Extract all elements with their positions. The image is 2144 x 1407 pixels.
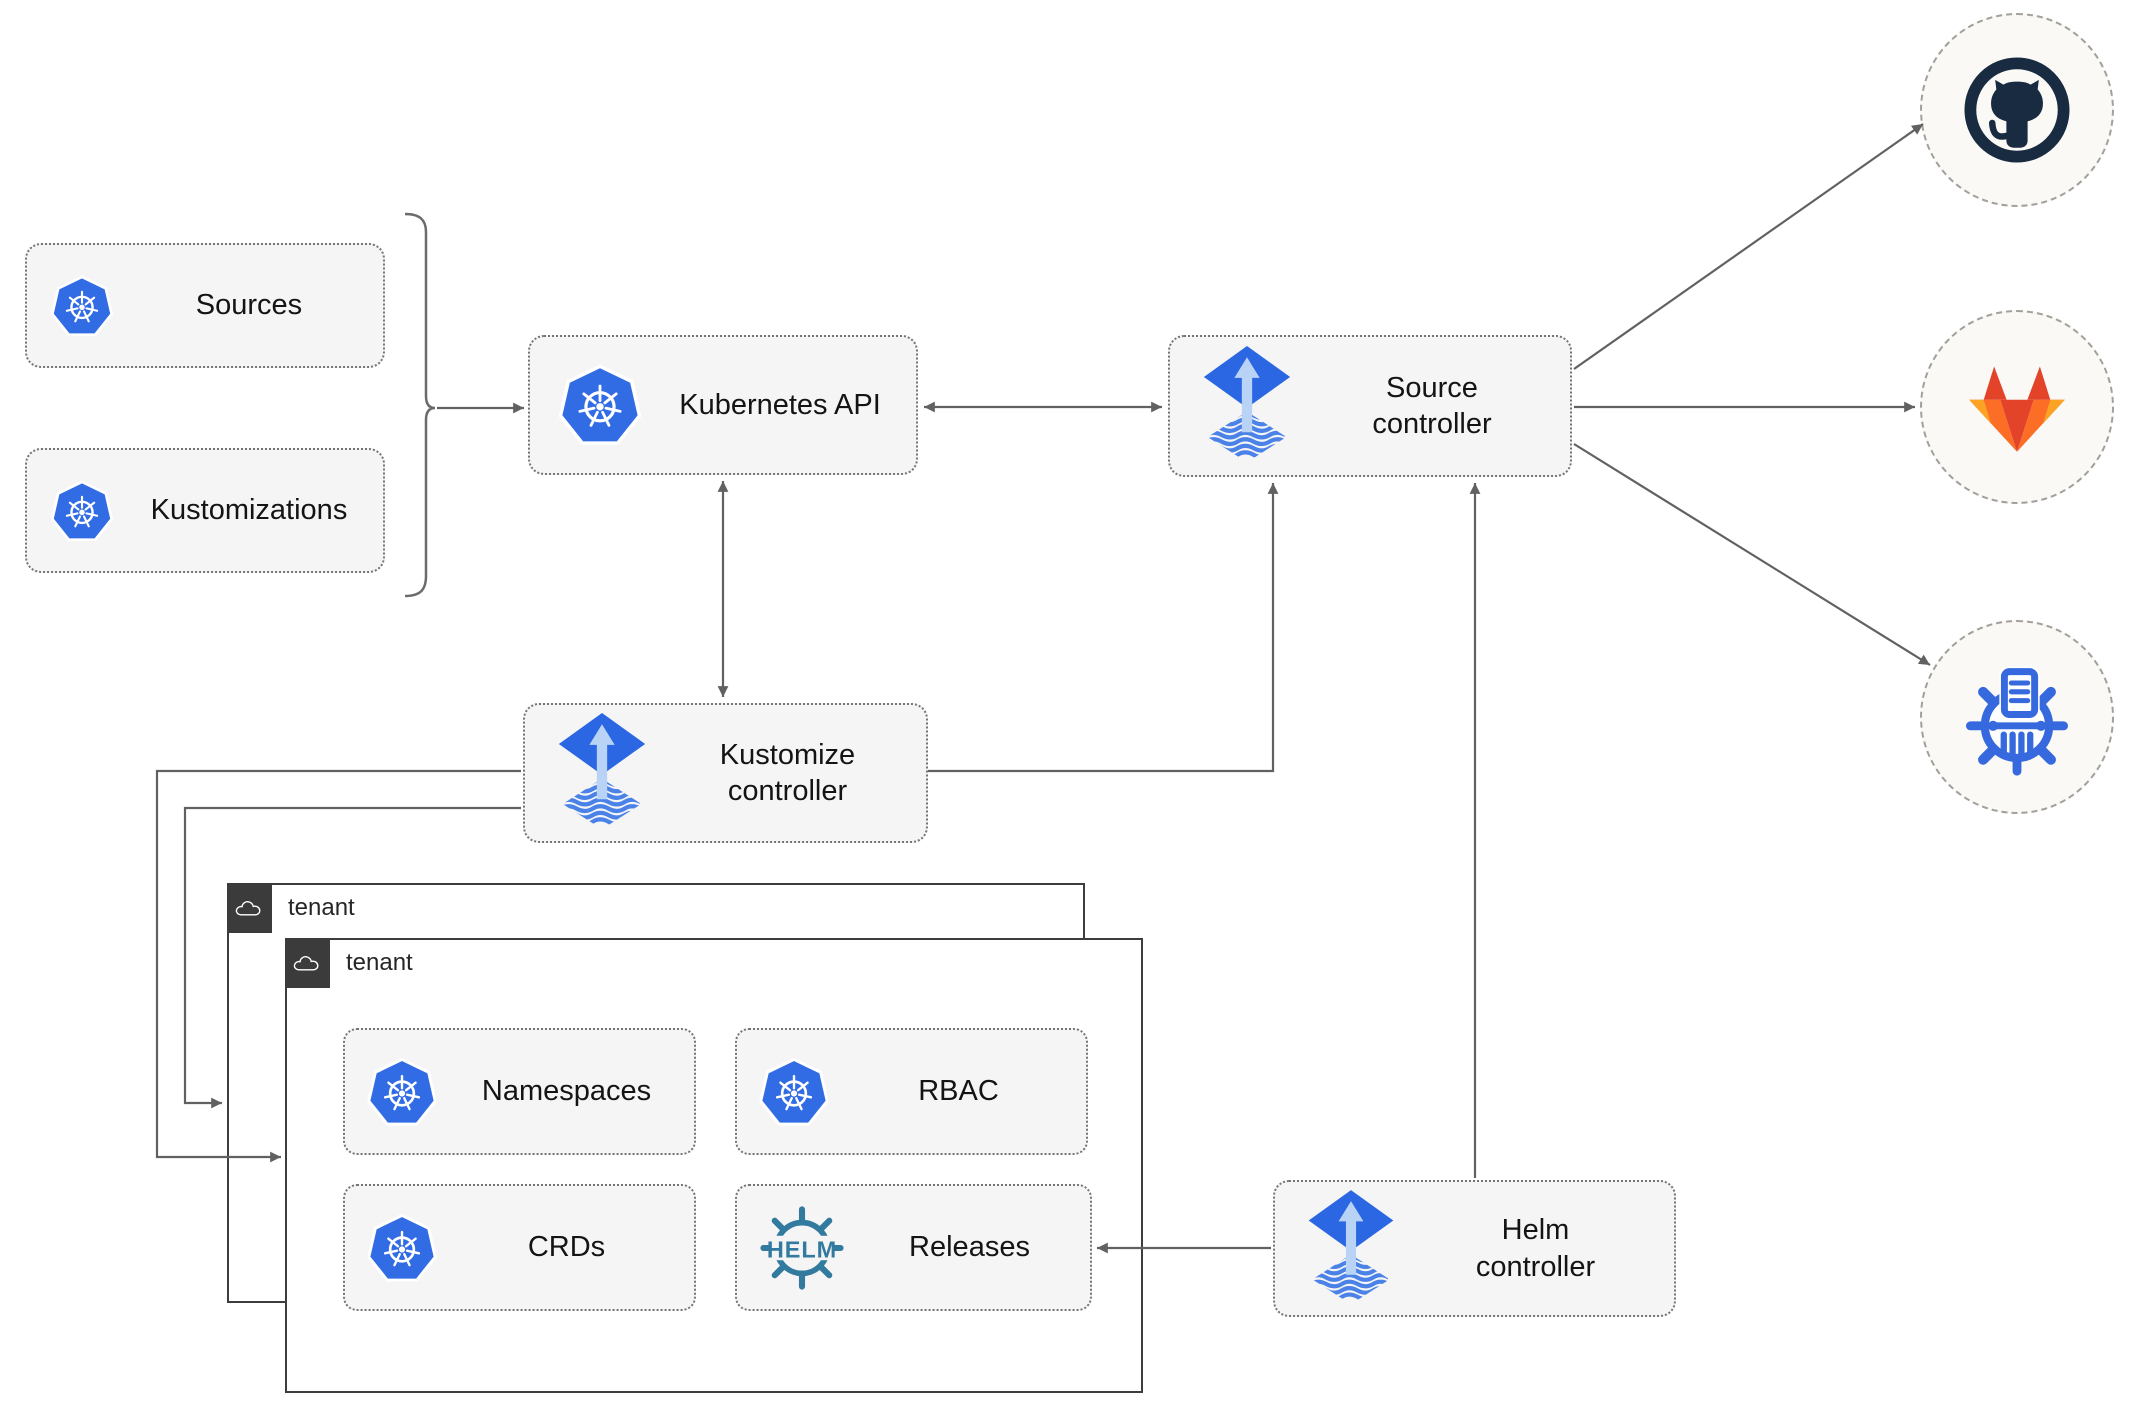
helm-repository-node (1920, 620, 2114, 814)
helm-icon: HELM (755, 1201, 849, 1295)
gitlab-icon (1965, 358, 2069, 456)
github-repository-node (1920, 13, 2114, 207)
cloud-icon (292, 951, 323, 975)
edge-source-to-github (1573, 123, 1924, 370)
node-rbac: RBAC (735, 1028, 1088, 1155)
node-kustomize-controller: Kustomize controller (523, 703, 928, 843)
edge-source-to-helm-repository (1573, 443, 1931, 666)
kubernetes-icon (556, 361, 644, 449)
kubernetes-icon (757, 1055, 831, 1129)
flux-icon (555, 713, 649, 833)
node-helm-controller: Helm controller (1273, 1180, 1676, 1317)
node-crds: CRDs (343, 1184, 696, 1311)
node-label: Sources (195, 289, 303, 322)
helm-repository-icon (1954, 654, 2080, 780)
tenant-box-front: tenant (285, 938, 1143, 1393)
node-label: CRDs (527, 1231, 606, 1264)
edge-kustomize-to-source (928, 483, 1279, 773)
node-label: RBAC (918, 1075, 999, 1108)
node-label: Namespaces (481, 1075, 652, 1108)
node-releases: HELM Releases (735, 1184, 1092, 1311)
github-icon (1958, 51, 2076, 169)
node-sources: Sources (25, 243, 385, 368)
tenant-label: tenant (346, 949, 413, 976)
kubernetes-icon (365, 1055, 439, 1129)
node-label: Kustomizations (150, 494, 348, 527)
node-kustomizations: Kustomizations (25, 448, 385, 573)
gitlab-repository-node (1920, 310, 2114, 504)
group-brace (404, 212, 436, 598)
node-kubernetes-api: Kubernetes API (528, 335, 918, 475)
kubernetes-icon (365, 1211, 439, 1285)
svg-text:HELM: HELM (767, 1236, 837, 1262)
tenant-header-square (285, 938, 330, 988)
node-source-controller: Source controller (1168, 335, 1572, 477)
kubernetes-icon (49, 478, 115, 544)
node-label: Releases (909, 1231, 1030, 1264)
flux-icon (1200, 346, 1294, 466)
tenant-label: tenant (288, 894, 355, 921)
node-namespaces: Namespaces (343, 1028, 696, 1155)
flux-icon (1305, 1190, 1397, 1308)
cloud-icon (234, 896, 265, 920)
kubernetes-icon (49, 273, 115, 339)
node-label: Helm controller (1475, 1214, 1596, 1283)
node-label: Kustomize controller (719, 738, 856, 807)
tenant-header-square (227, 883, 272, 933)
node-label: Source controller (1372, 371, 1492, 440)
node-label: Kubernetes API (679, 388, 881, 421)
